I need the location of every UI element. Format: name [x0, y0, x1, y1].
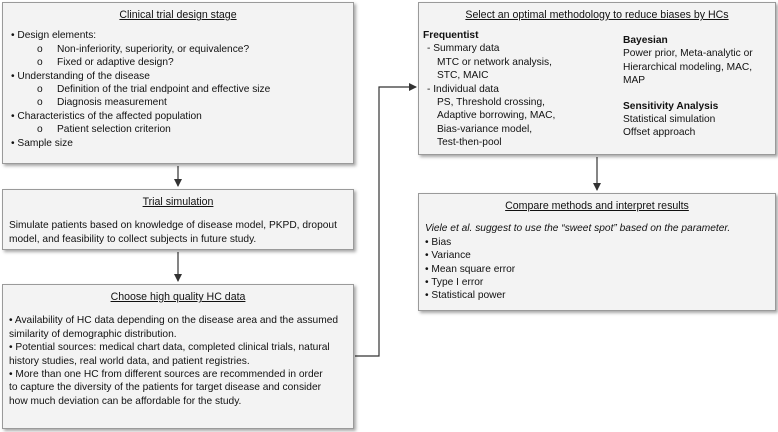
list-item-text: Understanding of the disease — [17, 70, 150, 82]
list-item-text: Diagnosis measurement — [57, 97, 167, 109]
text-line: similarity of demographic distribution. — [9, 328, 177, 340]
design-stage-box: Clinical trial design stage • Design ele… — [2, 2, 354, 164]
list-item: • Bias — [425, 236, 452, 248]
list-item-text: Definition of the trial endpoint and eff… — [57, 84, 271, 96]
list-item: o Patient selection criterion — [7, 123, 353, 136]
frequentist-column: Frequentist - Summary data MTC or networ… — [423, 29, 555, 150]
trial-simulation-box: Trial simulation Simulate patients based… — [2, 189, 354, 250]
frequentist-heading: Frequentist — [423, 30, 479, 41]
hc-data-title: Choose high quality HC data — [110, 291, 246, 303]
compare-box: Compare methods and interpret results Vi… — [418, 193, 776, 311]
bayesian-column: Bayesian Power prior, Meta-analytic or H… — [623, 34, 753, 140]
text-line: Power prior, Meta-analytic or — [623, 48, 753, 60]
text-line: • More than one HC from different source… — [9, 369, 323, 381]
text-line: Test-then-pool — [437, 137, 502, 149]
list-item-text: Patient selection criterion — [57, 124, 171, 136]
text-line: Adaptive borrowing, MAC, — [437, 110, 556, 122]
bullet-icon: • — [11, 137, 18, 149]
text-line: Simulate patients based on knowledge of … — [9, 220, 337, 232]
text-line: Hierarchical modeling, MAC, — [623, 61, 753, 73]
list-item: • Mean square error — [425, 263, 516, 275]
sensitivity-heading: Sensitivity Analysis — [623, 100, 719, 112]
list-item: o Definition of the trial endpoint and ef… — [7, 83, 353, 96]
compare-content: Viele et al. suggest to use the “sweet s… — [419, 222, 775, 302]
list-item-text: Fixed or adaptive design? — [57, 57, 174, 69]
text-line: Statistical simulation — [623, 114, 716, 126]
text-line: • Potential sources: medical chart data,… — [9, 342, 330, 354]
list-item: • Characteristics of the affected popula… — [7, 110, 353, 123]
bullet-icon: • — [11, 30, 18, 42]
list-item-text: Non-inferiority, superiority, or equival… — [57, 43, 250, 55]
hc-data-box: Choose high quality HC data • Availabili… — [2, 284, 354, 429]
bullet-icon: • — [11, 110, 18, 122]
trial-simulation-text: Simulate patients based on knowledge of … — [3, 219, 353, 246]
text-line: MTC or network analysis, — [437, 56, 552, 68]
compare-title: Compare methods and interpret results — [505, 200, 689, 212]
bayesian-heading: Bayesian — [623, 35, 668, 46]
list-item: • Type I error — [425, 277, 484, 289]
bullet-icon: • — [11, 70, 18, 82]
text-line: PS, Threshold crossing, — [437, 97, 545, 109]
text-line: history studies, real world data, and pa… — [9, 355, 250, 367]
list-item-text: Sample size — [17, 137, 73, 149]
circle-bullet-icon: o — [37, 124, 43, 136]
list-item: o Diagnosis measurement — [7, 96, 353, 109]
list-item-text: Design elements: — [17, 30, 97, 42]
text-line: MAP — [623, 75, 646, 87]
methodology-box: Select an optimal methodology to reduce … — [418, 2, 776, 155]
list-item: o Fixed or adaptive design? — [7, 56, 353, 69]
methodology-title: Select an optimal methodology to reduce … — [465, 9, 729, 21]
list-item: • Sample size — [7, 137, 353, 150]
text-line: how much deviation can be affordable for… — [9, 395, 242, 407]
list-item: o Non-inferiority, superiority, or equiva… — [7, 43, 353, 56]
text-line: STC, MAIC — [437, 70, 489, 82]
design-stage-title: Clinical trial design stage — [119, 9, 237, 21]
text-line: Bias-variance model, — [437, 123, 533, 135]
summary-data-label: - Summary data — [427, 43, 500, 55]
circle-bullet-icon: o — [37, 84, 43, 96]
text-line: • Availability of HC data depending on t… — [9, 315, 339, 327]
list-item: • Variance — [425, 250, 471, 262]
list-item: • Understanding of the disease — [7, 70, 353, 83]
circle-bullet-icon: o — [37, 97, 43, 109]
individual-data-label: - Individual data — [427, 83, 499, 95]
list-item: • Design elements: — [7, 29, 353, 42]
trial-simulation-title: Trial simulation — [142, 196, 214, 208]
text-line: to capture the diversity of the patients… — [9, 382, 322, 394]
compare-intro: Viele et al. suggest to use the “sweet s… — [425, 223, 731, 235]
text-line: Offset approach — [623, 127, 696, 139]
arrow-hc-to-methodology — [355, 83, 417, 357]
circle-bullet-icon: o — [37, 57, 43, 69]
list-item: • Statistical power — [425, 290, 506, 302]
hc-data-text: • Availability of HC data depending on t… — [3, 314, 353, 408]
circle-bullet-icon: o — [37, 43, 43, 55]
text-line: model, and feasibility to collect subjec… — [9, 233, 257, 245]
list-item-text: Characteristics of the affected populati… — [17, 110, 202, 122]
